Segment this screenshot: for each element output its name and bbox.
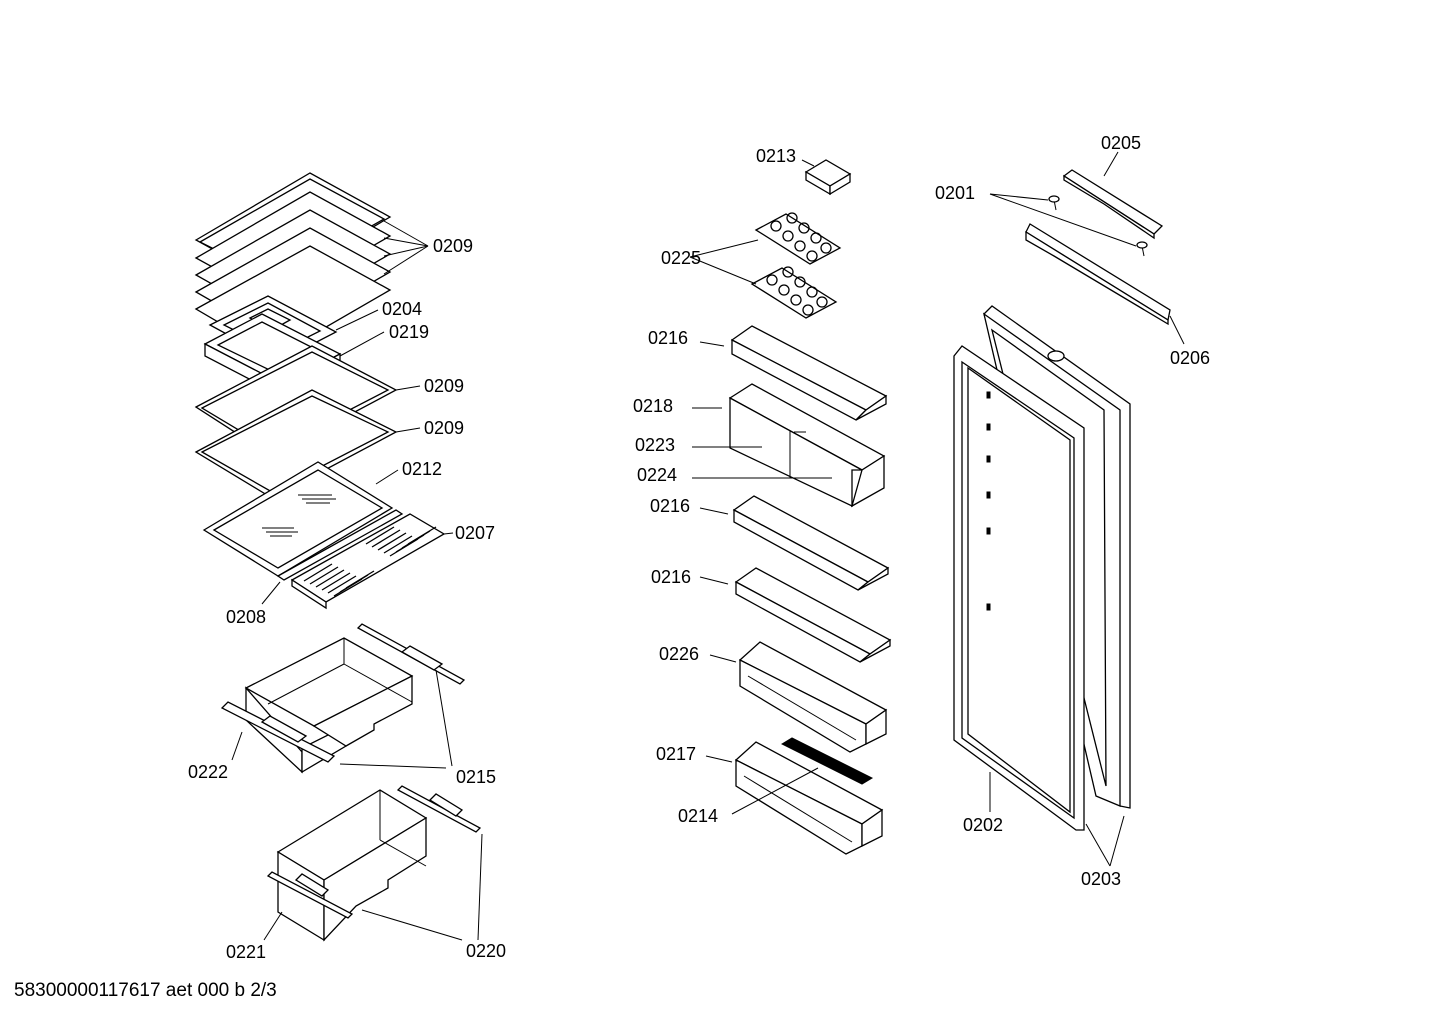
rail-0215-right xyxy=(356,623,466,685)
leaders-right xyxy=(989,151,1125,867)
label-0206: 0206 xyxy=(1170,348,1210,368)
leaders-left-top xyxy=(261,220,454,605)
cup-0213 xyxy=(801,159,852,196)
label-0216-top: 0216 xyxy=(648,328,688,348)
label-0222: 0222 xyxy=(188,762,228,782)
label-0224: 0224 xyxy=(637,465,677,485)
egg-tray-0225-lower xyxy=(750,266,838,319)
glass-plate-0212 xyxy=(202,461,394,577)
profile-strip-0208 xyxy=(276,509,404,581)
label-0223: 0223 xyxy=(635,435,675,455)
label-0202: 0202 xyxy=(963,815,1003,835)
label-0225: 0225 xyxy=(661,248,701,268)
bottle-shelf-0218 xyxy=(728,383,886,508)
label-0209-top: 0209 xyxy=(433,236,473,256)
grille-0207 xyxy=(290,513,446,610)
cover-0205 xyxy=(1062,169,1164,240)
document-reference-footer: 58300000117617 aet 000 b 2/3 xyxy=(14,980,277,1001)
label-0208: 0208 xyxy=(226,607,266,627)
rail-0220-left xyxy=(266,871,354,919)
leaders-0222-0215 xyxy=(231,669,453,769)
rail-0215-left xyxy=(220,701,336,763)
label-0226: 0226 xyxy=(659,644,699,664)
label-0215: 0215 xyxy=(456,767,496,787)
screws-0201 xyxy=(989,193,1148,257)
rail-0220-right xyxy=(396,785,482,833)
drawer-0222 xyxy=(244,637,414,774)
label-0204: 0204 xyxy=(382,299,422,319)
label-0205: 0205 xyxy=(1101,133,1141,153)
label-0219: 0219 xyxy=(389,322,429,342)
label-0216-low: 0216 xyxy=(651,567,691,587)
door-gasket-0202 xyxy=(953,345,1085,831)
door-shelf-0216-low xyxy=(734,567,892,663)
leaders-middle xyxy=(689,239,832,815)
leaders-0221-0220 xyxy=(263,833,483,941)
drawer-0221 xyxy=(276,789,428,942)
label-0213: 0213 xyxy=(756,146,796,166)
callout-labels: 0209 0204 0219 0209 0209 0212 0207 0208 … xyxy=(188,133,1210,962)
label-0216-mid: 0216 xyxy=(650,496,690,516)
label-0203: 0203 xyxy=(1081,869,1121,889)
label-0212: 0212 xyxy=(402,459,442,479)
bottle-rack-0226 xyxy=(738,641,888,753)
label-0201: 0201 xyxy=(935,183,975,203)
divider-0214 xyxy=(780,737,874,785)
door-shelf-0216-top xyxy=(730,325,888,421)
label-0217: 0217 xyxy=(656,744,696,764)
label-0220: 0220 xyxy=(466,941,506,961)
label-0214: 0214 xyxy=(678,806,718,826)
door-shelf-0216-mid xyxy=(732,495,890,591)
label-0218: 0218 xyxy=(633,396,673,416)
bottle-rack-0217 xyxy=(734,741,884,855)
label-0207: 0207 xyxy=(455,523,495,543)
label-0221: 0221 xyxy=(226,942,266,962)
egg-tray-0225-upper xyxy=(754,212,842,265)
label-0209-mid: 0209 xyxy=(424,376,464,396)
hinge-bracket-0206 xyxy=(1025,223,1185,345)
label-0209-low: 0209 xyxy=(424,418,464,438)
